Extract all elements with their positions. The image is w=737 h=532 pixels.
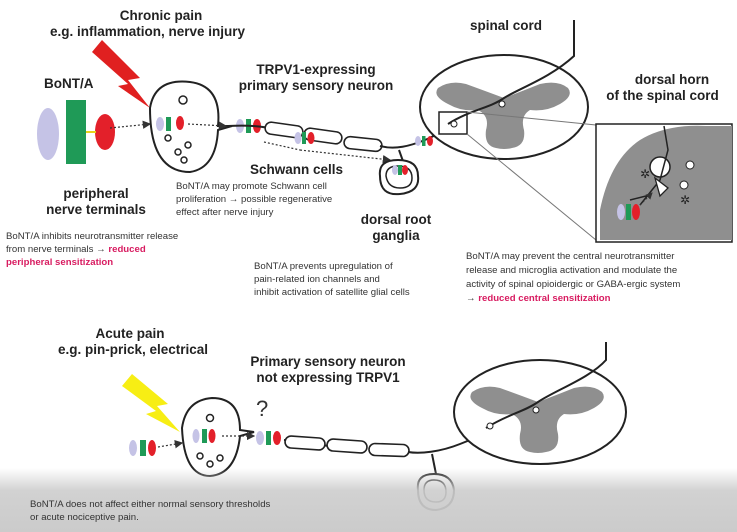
bottom-note-1: BoNT/A does not affect either normal sen… [30,499,271,510]
zoom-line [466,133,597,241]
drg-note-2: pain-related ion channels and [254,274,380,285]
spinal-cord-bottom [453,342,627,465]
drg-note-1: BoNT/A prevents upregulation of [254,261,393,272]
primary-label-line2: not expressing TRPV1 [256,370,400,385]
nerve-terminal-top [148,80,233,174]
chronic-pain-title: Chronic pain [119,8,203,23]
central-red: reduced central sensitization [478,293,611,304]
peripheral-note-red-2: peripheral sensitization [6,257,114,268]
dorsal-horn-label-line2: of the spinal cord [606,88,719,103]
primary-label-line1: Primary sensory neuron [250,354,406,369]
spinal-cord-top [419,20,589,160]
central-note-4: → reduced central sensitization [466,292,610,305]
bont-molecule-large-icon [37,100,115,164]
drg-label-line2: ganglia [372,228,420,243]
central-note-2: release and microglia activation and mod… [466,265,678,276]
schwann-note-1: BoNT/A may promote Schwann cell [176,181,327,192]
dorsal-horn-label-line1: dorsal horn [634,72,710,87]
dorsal-horn-inset: ✲ ✲ [595,123,733,243]
spinal-cord-label: spinal cord [470,18,543,33]
central-note-1: BoNT/A may prevent the central neurotran… [466,251,675,262]
schwann-note-2: proliferation → possible regenerative [176,194,333,205]
peripheral-label-line2: nerve terminals [46,202,146,217]
nerve-terminal-bottom [180,396,256,478]
central-note-3: activity of spinal opioidergic or GABA-e… [466,279,681,290]
bottom-note-2: or acute nociceptive pain. [30,512,139,523]
acute-pain-title: Acute pain [95,326,165,341]
schwann-label: Schwann cells [250,162,344,177]
central-arrow: → [466,293,479,304]
drg-note-3: inhibit activation of satellite glial ce… [254,287,410,298]
bont-molecule-small-icon [129,440,184,456]
acute-pain-subtitle: e.g. pin-prick, electrical [58,342,209,357]
peripheral-note-red-1: reduced [108,244,146,255]
schwann-note-3: effect after nerve injury [176,207,274,218]
drg-label-line1: dorsal root [360,212,432,227]
peripheral-label-line1: peripheral [63,186,129,201]
peripheral-note-2: from nerve terminals → reduced [6,243,146,256]
bottom-shade [0,468,737,532]
peripheral-note-2-text: from nerve terminals → [6,244,109,255]
peripheral-note-1: BoNT/A inhibits neurotransmitter release [6,231,179,242]
question-mark: ? [256,396,269,421]
bont-label: BoNT/A [44,76,94,91]
chronic-pain-subtitle: e.g. inflammation, nerve injury [50,24,246,39]
svg-text:✲: ✲ [680,193,690,207]
trpv1-label-line1: TRPV1-expressing [256,62,376,77]
axon-top [227,119,453,164]
trpv1-label-line2: primary sensory neuron [238,78,394,93]
zoom-line [466,111,597,126]
acute-bolt-icon [122,374,180,432]
svg-text:✲: ✲ [640,167,650,181]
drg-top [378,149,420,196]
arrow-to-terminal [109,120,152,129]
chronic-bolt-icon [92,40,150,108]
axon-bottom [256,419,521,458]
